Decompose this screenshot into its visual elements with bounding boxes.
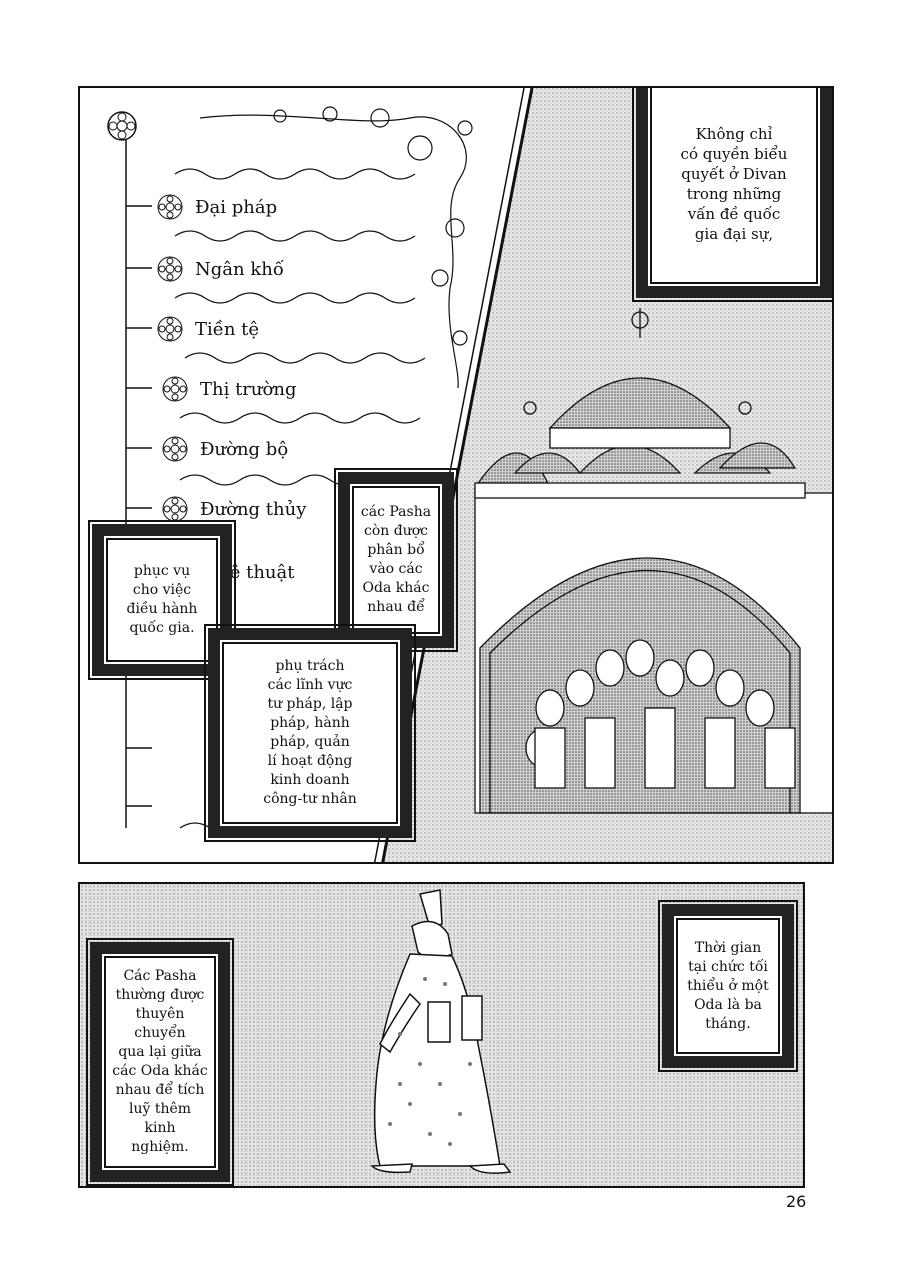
caption-serve: phục vụ cho việc điều hành quốc gia. [88,520,236,680]
caption-divan: Không chỉ có quyền biểu quyết ở Divan tr… [632,88,832,302]
rosette-icon [160,494,190,524]
list-item-duong-bo: Đường bộ [160,434,288,464]
list-item-tien-te: Tiền tệ [155,314,259,344]
caption-rotation: Các Pasha thường được thuyên chuyển qua … [86,938,234,1186]
list-item-duong-thuy: Đường thủy [160,494,306,524]
rosette-icon [155,254,185,284]
ministry-label: Thị trường [200,378,297,400]
list-item-ngan-kho: Ngân khố [155,254,284,284]
caption-text: phụ trách các lĩnh vực tư pháp, lập pháp… [263,658,357,807]
caption-text: phục vụ cho việc điều hành quốc gia. [126,563,198,636]
caption-text: Thời gian tại chức tối thiểu ở một Oda l… [687,939,769,1032]
bottom-panel: Các Pasha thường được thuyên chuyển qua … [78,882,805,1188]
caption-pasha-oda: các Pasha còn được phân bổ vào các Oda k… [334,468,458,652]
rosette-icon [155,314,185,344]
mosque-illustration [473,308,832,814]
top-panel: Đại pháp Ngân khố Tiền tệ Thị trường Đườ… [78,86,834,864]
caption-text: các Pasha còn được phân bổ vào các Oda k… [360,504,432,615]
floral-ornament-icon [199,106,473,389]
walking-pasha-illustration [370,889,512,1174]
ministry-label: Tiền tệ [195,318,260,340]
ministry-label: Ngân khố [195,258,284,280]
caption-tenure: Thời gian tại chức tối thiểu ở một Oda l… [658,900,798,1072]
rosette-top-icon [107,111,137,141]
ministry-label: Đường bộ [200,438,289,460]
list-item-dai-phap: Đại pháp [155,192,277,222]
rosette-icon [155,192,185,222]
caption-text: Không chỉ có quyền biểu quyết ở Divan tr… [680,125,788,243]
ministry-label: Đường thủy [200,498,307,520]
caption-text: Các Pasha thường được thuyên chuyển qua … [112,968,208,1155]
rosette-icon [160,374,190,404]
page-number: 26 [786,1192,807,1211]
caption-duties: phụ trách các lĩnh vực tư pháp, lập pháp… [204,624,416,842]
list-item-thi-truong: Thị trường [160,374,296,404]
rosette-icon [160,434,190,464]
ministry-label: Đại pháp [195,196,278,218]
